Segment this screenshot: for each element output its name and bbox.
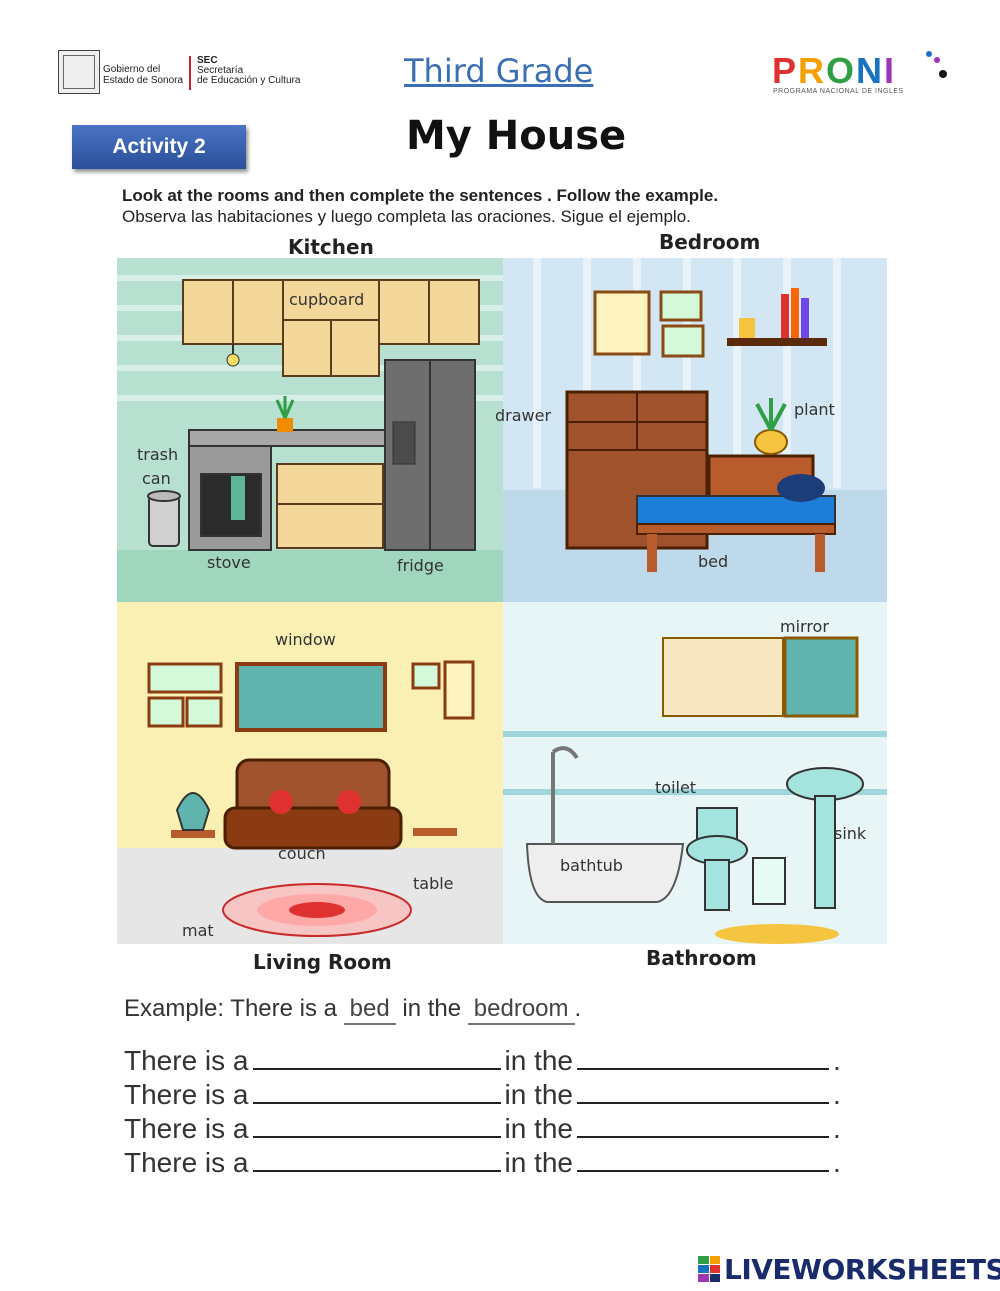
bedroom-scene <box>503 258 887 602</box>
sink <box>786 767 864 909</box>
sentence-end: . <box>833 1079 841 1110</box>
example-prefix: Example: There is a <box>124 995 337 1022</box>
mirror <box>662 636 859 718</box>
sec-line-2: Secretaría <box>197 65 244 76</box>
state-government-text: Gobierno del Estado de Sonora <box>103 64 183 86</box>
page-title: My House <box>406 113 627 159</box>
trash-can <box>147 490 181 547</box>
answer-blank-object[interactable] <box>252 1080 501 1104</box>
answer-blank-object[interactable] <box>252 1148 501 1172</box>
label-bathtub: bathtub <box>560 856 623 875</box>
fridge <box>384 359 476 551</box>
sentence-row: There is a in the. <box>124 1113 841 1145</box>
label-drawer: drawer <box>495 406 552 425</box>
sentence-start: There is a <box>124 1079 249 1110</box>
living-room-scene <box>117 602 503 944</box>
bathroom-scene <box>503 602 887 944</box>
label-couch: couch <box>278 844 326 863</box>
example-suffix: . <box>574 995 582 1022</box>
proni-logo: PRONI <box>772 50 897 91</box>
stove <box>188 445 272 551</box>
label-bed: bed <box>698 552 729 571</box>
window <box>235 662 387 732</box>
answer-blank-room[interactable] <box>577 1114 829 1138</box>
sentence-middle: in the <box>504 1079 574 1110</box>
sentence-middle: in the <box>504 1113 574 1144</box>
label-window: window <box>275 630 336 649</box>
gov-line-1: Gobierno del <box>103 64 161 75</box>
label-mat: mat <box>182 921 214 940</box>
sec-divider <box>189 56 191 90</box>
sentence-row: There is a in the. <box>124 1079 841 1111</box>
gov-line-2: Estado de Sonora <box>103 75 184 86</box>
bathtub <box>525 746 685 903</box>
answer-blank-room[interactable] <box>577 1080 829 1104</box>
state-seal-logo <box>58 50 100 94</box>
kitchen-title: Kitchen <box>288 235 374 259</box>
cupboard <box>182 279 480 377</box>
kitchen-scene <box>117 258 503 602</box>
sentence-end: . <box>833 1045 841 1076</box>
proni-dots-icon <box>926 51 947 78</box>
answer-blank-room[interactable] <box>577 1148 829 1172</box>
couch <box>223 758 403 850</box>
label-fridge: fridge <box>397 556 444 575</box>
sentence-start: There is a <box>124 1147 249 1178</box>
toilet <box>686 807 748 911</box>
sentence-row: There is a in the. <box>124 1045 841 1077</box>
example-answer-2: bedroom <box>467 995 575 1025</box>
sec-line-1: SEC <box>197 55 218 66</box>
sentence-start: There is a <box>124 1045 249 1076</box>
bathroom-title: Bathroom <box>646 946 757 970</box>
sentence-middle: in the <box>504 1147 574 1178</box>
sentence-end: . <box>833 1113 841 1144</box>
sec-logo-text: SEC Secretaría de Educación y Cultura <box>197 56 300 86</box>
bedroom-title: Bedroom <box>659 230 761 254</box>
sentence-middle: in the <box>504 1045 574 1076</box>
label-table: table <box>413 874 454 893</box>
activity-badge: Activity 2 <box>72 125 246 169</box>
answer-blank-room[interactable] <box>577 1046 829 1070</box>
house-illustration <box>117 258 887 944</box>
example-sentence: Example: There is a bed in the bedroom. <box>124 995 581 1025</box>
plant <box>754 398 788 455</box>
sentence-start: There is a <box>124 1113 249 1144</box>
instructions-spanish: Observa las habitaciones y luego complet… <box>122 207 691 226</box>
label-toilet: toilet <box>655 778 697 797</box>
sentence-row: There is a in the. <box>124 1147 841 1179</box>
label-trash: trash <box>137 445 179 464</box>
example-middle: in the <box>402 995 462 1022</box>
label-stove: stove <box>207 553 251 572</box>
sec-line-3: de Educación y Cultura <box>197 75 301 86</box>
instructions-english: Look at the rooms and then complete the … <box>122 186 719 205</box>
label-sink: sink <box>834 824 867 843</box>
living-room-title: Living Room <box>253 950 392 974</box>
answer-blank-object[interactable] <box>252 1046 501 1070</box>
liveworksheets-logo[interactable]: LIVEWORKSHEETS <box>698 1252 1000 1286</box>
sentence-end: . <box>833 1147 841 1178</box>
example-answer-1: bed <box>343 995 396 1025</box>
liveworksheets-icon <box>698 1256 720 1282</box>
grade-title: Third Grade <box>404 52 594 90</box>
answer-blank-object[interactable] <box>252 1114 501 1138</box>
label-cupboard: cupboard <box>289 290 365 309</box>
liveworksheets-brand: LIVEWORKSHEETS <box>724 1252 1000 1286</box>
mat <box>222 883 412 937</box>
bed <box>636 454 836 572</box>
label-can: can <box>142 469 171 488</box>
proni-subtitle: PROGRAMA NACIONAL DE INGLES <box>773 88 904 95</box>
label-plant: plant <box>794 400 835 419</box>
label-mirror: mirror <box>780 617 829 636</box>
